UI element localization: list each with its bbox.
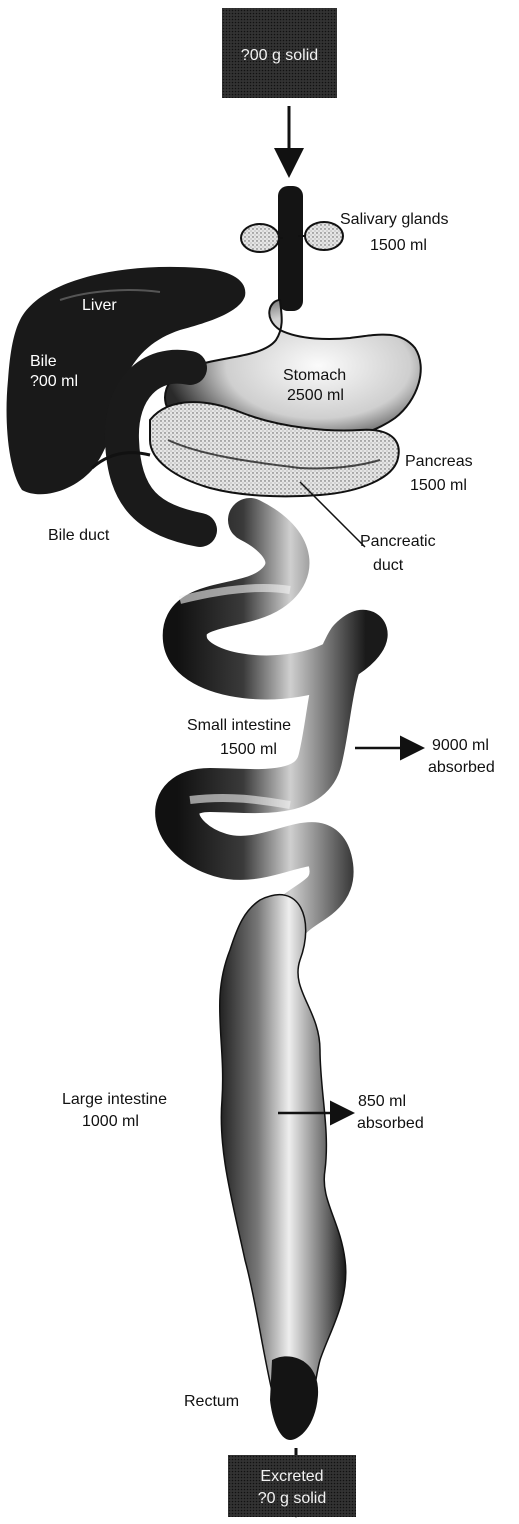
pancreatic-duct-label-2: duct: [373, 556, 403, 576]
liver-label: Liver: [82, 296, 117, 316]
output-box-line1: Excreted: [228, 1467, 356, 1487]
salivary-glands-label: Salivary glands: [340, 210, 449, 230]
pancreas-label: Pancreas: [405, 452, 473, 472]
salivary-glands-volume: 1500 ml: [370, 236, 427, 256]
large-intestine: [220, 895, 346, 1433]
bile-label: Bile: [30, 352, 57, 372]
large-intestine-volume: 1000 ml: [82, 1112, 139, 1132]
rectum-label: Rectum: [184, 1392, 239, 1412]
small-absorbed-label: absorbed: [428, 758, 495, 778]
stomach-volume: 2500 ml: [287, 386, 344, 406]
small-absorbed-volume: 9000 ml: [432, 736, 489, 756]
large-absorbed-volume: 850 ml: [358, 1092, 406, 1112]
esophagus: [278, 186, 303, 311]
large-absorbed-label: absorbed: [357, 1114, 424, 1134]
pancreatic-duct-label-1: Pancreatic: [360, 532, 436, 552]
bile-duct-label: Bile duct: [48, 526, 109, 546]
large-intestine-label: Large intestine: [62, 1090, 167, 1110]
small-intestine-volume: 1500 ml: [220, 740, 277, 760]
rectum: [270, 1356, 318, 1440]
small-intestine-label: Small intestine: [187, 716, 291, 736]
stomach-label: Stomach: [283, 366, 346, 386]
output-box-line2: ?0 g solid: [228, 1489, 356, 1509]
bile-volume: ?00 ml: [30, 372, 78, 392]
pancreas-volume: 1500 ml: [410, 476, 467, 496]
input-box-label: ?00 g solid: [222, 46, 337, 66]
